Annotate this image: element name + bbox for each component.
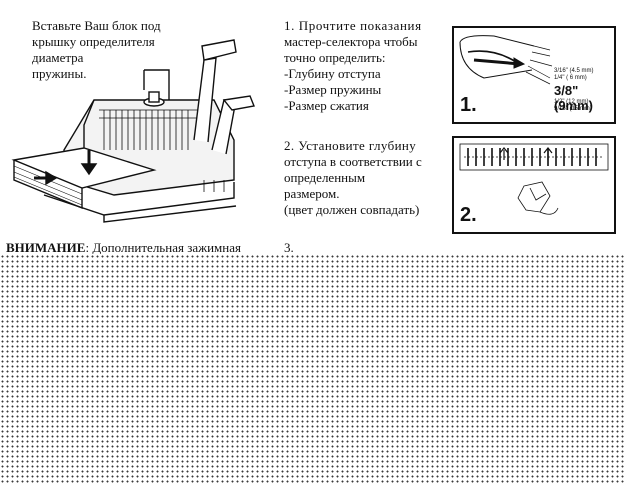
depth-setting-drawing — [459, 143, 609, 215]
warning-body: : Дополнительная зажимная — [85, 240, 241, 255]
step1-line: точно определить: — [284, 50, 386, 65]
size-label: 3/16" (4.5 mm) — [554, 68, 594, 74]
step2-text: 2. Установите глубину отступа в соответс… — [284, 138, 444, 218]
step2-line: отступа в соответствии с — [284, 154, 422, 169]
intro-text: Вставьте Ваш блок под крышку определител… — [32, 18, 202, 82]
diagram-2: 2. — [452, 136, 616, 234]
size-label-selected: 3/8"(9mm) — [554, 83, 594, 113]
diagram-1: 3/16" (4.5 mm) 1/4" ( 6 mm) 3/8"(9mm) 1/… — [452, 26, 616, 124]
intro-line: пружины. — [32, 66, 87, 81]
size-label: 9/16" (15 mm) — [554, 106, 592, 112]
diagram-2-number: 2. — [460, 204, 477, 226]
diagram-1-number: 1. — [460, 94, 477, 116]
step3-number: 3. — [284, 240, 294, 255]
selector-dial-drawing — [459, 35, 553, 85]
warning-label: ВНИМАНИЕ — [6, 240, 86, 255]
dotted-overlay — [0, 254, 624, 484]
step1-line: 1. Прочтите показания — [284, 18, 422, 33]
intro-line: диаметра — [32, 50, 84, 65]
step1-line: мастер-селектора чтобы — [284, 34, 418, 49]
step2-line: 2. Установите глубину — [284, 138, 417, 153]
step2-line: размером. — [284, 186, 340, 201]
step2-line: (цвет должен совпадать) — [284, 202, 420, 217]
binding-machine-drawing — [11, 39, 255, 223]
step1-text: 1. Прочтите показания мастер-селектора ч… — [284, 18, 444, 114]
step1-line: -Глубину отступа — [284, 66, 381, 81]
step1-line: -Размер сжатия — [284, 98, 369, 113]
size-label: 1/2" (12 mm) — [554, 99, 589, 105]
step1-line: -Размер пружины — [284, 82, 382, 97]
step2-line: определенным — [284, 170, 366, 185]
size-label: 1/4" ( 6 mm) — [554, 75, 587, 81]
warning-text: ВНИМАНИЕ: Дополнительная зажимная — [6, 240, 241, 256]
intro-line: крышку определителя — [32, 34, 155, 49]
machine-illustration — [4, 30, 264, 240]
intro-line: Вставьте Ваш блок под — [32, 18, 161, 33]
